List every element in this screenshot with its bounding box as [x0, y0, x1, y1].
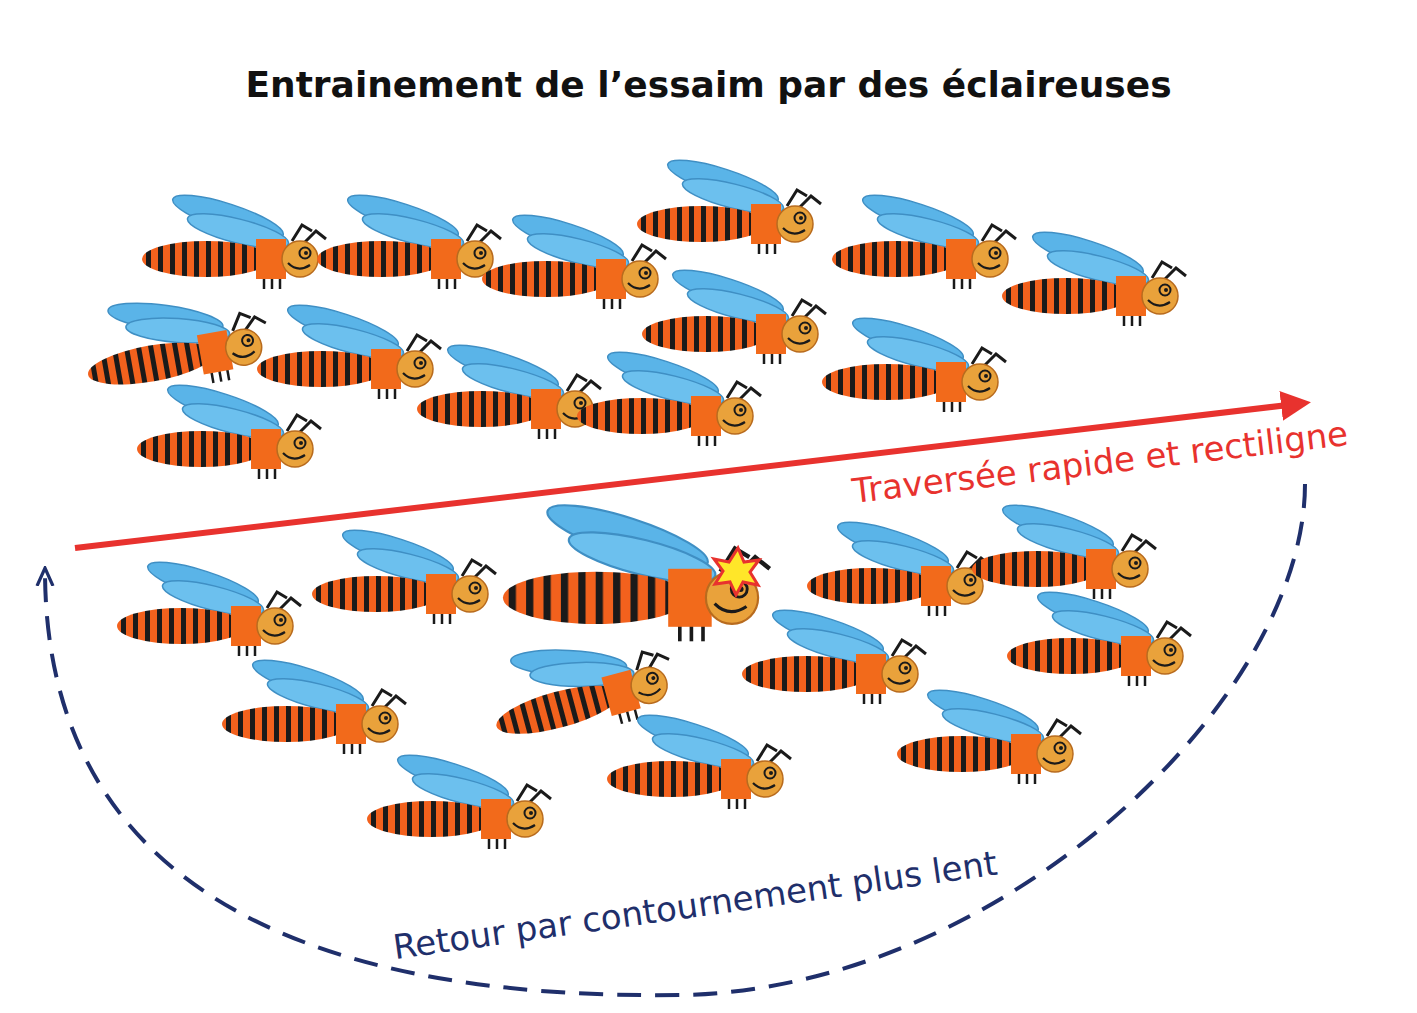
bee: [1002, 224, 1186, 326]
bee: [317, 187, 501, 289]
bee: [312, 522, 496, 624]
bee: [367, 747, 551, 849]
bee: [607, 707, 791, 809]
bee: [1007, 584, 1191, 686]
return-path: [45, 484, 1305, 995]
queen-star: [714, 548, 759, 595]
bee: [807, 514, 991, 616]
bee: [577, 344, 761, 446]
bee: [897, 682, 1081, 784]
bee: [832, 187, 1016, 289]
bee: [972, 497, 1156, 599]
bee: [742, 602, 926, 704]
bee: [822, 310, 1006, 412]
bee: [137, 377, 321, 479]
bee: [117, 554, 301, 656]
bee-group: [76, 152, 1191, 849]
bee: [257, 297, 441, 399]
path-label: Retour par contournement plus lent: [391, 843, 1000, 967]
bee: [142, 187, 326, 289]
bee: [417, 337, 601, 439]
bee: [642, 262, 826, 364]
title: Entrainement de l’essaim par des éclaire…: [0, 64, 1417, 105]
queen-bee: [503, 493, 770, 641]
bee: [637, 152, 821, 254]
bee: [222, 652, 406, 754]
bee: [76, 272, 275, 405]
